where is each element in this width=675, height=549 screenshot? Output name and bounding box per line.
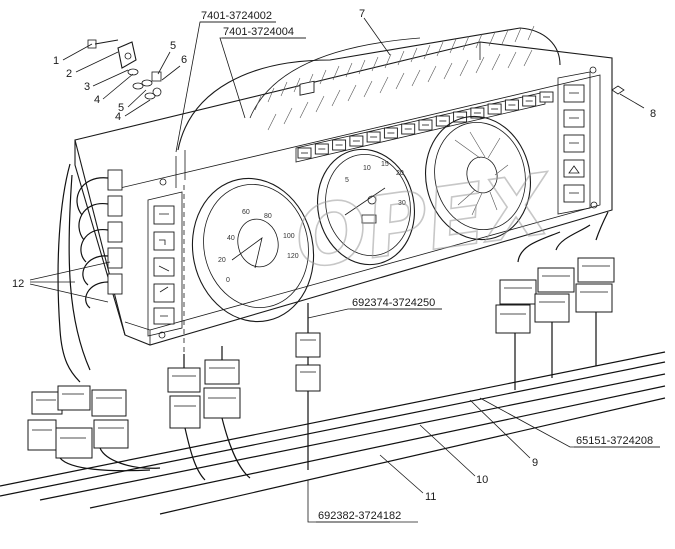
panel-side-connectors bbox=[76, 169, 123, 309]
washer-4-icon bbox=[132, 82, 144, 90]
fastener-8-icon bbox=[611, 85, 625, 95]
callout-7: 7 bbox=[359, 8, 365, 20]
callout-4a: 4 bbox=[94, 94, 100, 106]
left-connector-cluster bbox=[27, 385, 161, 472]
middle-left-connector-cluster bbox=[167, 185, 251, 481]
left-switch-3-icon bbox=[153, 257, 175, 277]
right-switch-4-icon bbox=[563, 159, 585, 178]
speedometer-tick-20: 20 bbox=[218, 257, 226, 264]
right-switch-2-icon bbox=[563, 109, 585, 128]
part-number-labels: 7401-3724002 7401-3724004 692374-3724250… bbox=[200, 10, 660, 523]
speedometer-tick-0: 0 bbox=[226, 277, 230, 284]
callout-8: 8 bbox=[650, 108, 656, 120]
part-number-harness-bottom: 692382-3724182 bbox=[318, 510, 401, 522]
washer-4b-icon bbox=[144, 92, 156, 100]
right-switch-3-icon bbox=[563, 134, 585, 153]
right-switch-5-icon bbox=[563, 184, 585, 203]
callout-12: 12 bbox=[12, 278, 24, 290]
callout-6: 6 bbox=[181, 54, 187, 66]
left-switch-2-icon bbox=[153, 231, 175, 251]
gauge-hood-ribbed-cover bbox=[175, 25, 561, 188]
speedometer-tick-120: 120 bbox=[287, 253, 299, 260]
callout-9: 9 bbox=[532, 457, 538, 469]
tachometer-tick-15: 15 bbox=[381, 161, 389, 168]
callout-5b: 5 bbox=[118, 102, 124, 114]
middle-connector-pair bbox=[295, 303, 321, 470]
speedometer-tick-40: 40 bbox=[227, 235, 235, 242]
part-number-cover-upper: 7401-3724002 bbox=[201, 10, 272, 22]
callout-2: 2 bbox=[66, 68, 72, 80]
fastener-hardware-group bbox=[87, 39, 625, 100]
part-number-harness-right: 65151-3724208 bbox=[576, 435, 653, 447]
part-number-cover-lower: 7401-3724004 bbox=[223, 26, 294, 38]
callout-10: 10 bbox=[476, 474, 488, 486]
tachometer-tick-10: 10 bbox=[363, 165, 371, 172]
tachometer-tick-20: 20 bbox=[396, 170, 404, 177]
right-switch-1-icon bbox=[563, 84, 585, 103]
callout-1: 1 bbox=[53, 55, 59, 67]
wiring-harness-bundle bbox=[0, 163, 666, 515]
warning-lamp-row bbox=[295, 80, 554, 163]
speedometer-gauge: 40 20 60 80 100 120 0 bbox=[191, 177, 315, 323]
callout-4b: 4 bbox=[115, 111, 121, 123]
watermark-logo: OPEX bbox=[289, 155, 559, 288]
left-switch-4-icon bbox=[153, 283, 175, 303]
callout-11: 11 bbox=[425, 491, 436, 503]
speedometer-tick-80: 80 bbox=[264, 213, 272, 220]
right-switch-column bbox=[557, 71, 591, 215]
combination-gauge bbox=[424, 115, 532, 241]
tachometer-tick-5: 5 bbox=[345, 177, 349, 184]
washer-3-icon bbox=[127, 68, 139, 76]
screw-1-icon bbox=[94, 39, 119, 45]
callout-labels: 1 2 3 4 5 4 5 6 7 8 9 10 11 12 bbox=[12, 8, 656, 503]
left-switch-1-icon bbox=[153, 205, 175, 225]
tachometer-tick-30: 30 bbox=[398, 200, 406, 207]
callout-5a: 5 bbox=[170, 40, 176, 52]
speedometer-tick-100: 100 bbox=[283, 233, 295, 240]
nut-6-icon bbox=[151, 71, 162, 82]
callout-3: 3 bbox=[84, 81, 90, 93]
right-connector-cluster bbox=[495, 211, 615, 390]
speedometer-tick-60: 60 bbox=[242, 209, 250, 216]
part-number-harness-middle: 692374-3724250 bbox=[352, 297, 435, 309]
left-switch-column bbox=[147, 191, 183, 337]
bracket-2-icon bbox=[117, 41, 137, 69]
tachometer-gauge: 5 10 15 20 30 bbox=[316, 148, 416, 266]
